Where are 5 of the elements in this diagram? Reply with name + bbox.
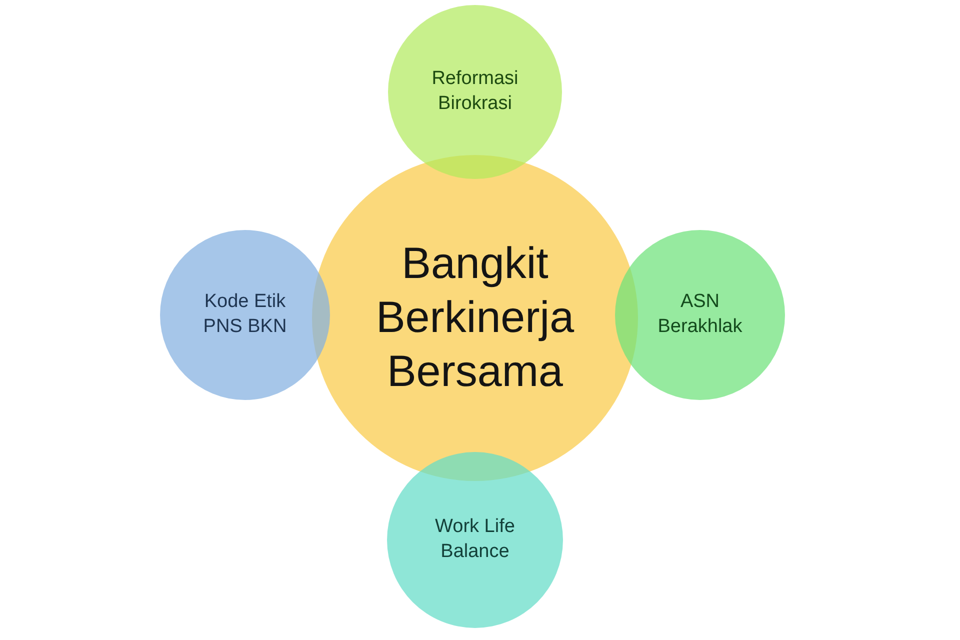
circle-label: ASN Berakhlak <box>656 290 744 339</box>
circle-label: Reformasi Birokrasi <box>430 67 520 116</box>
circle-label: Bangkit Berkinerja Bersama <box>374 238 576 398</box>
circle-label: Work Life Balance <box>434 515 516 564</box>
circle-label: Kode Etik PNS BKN <box>202 290 288 339</box>
